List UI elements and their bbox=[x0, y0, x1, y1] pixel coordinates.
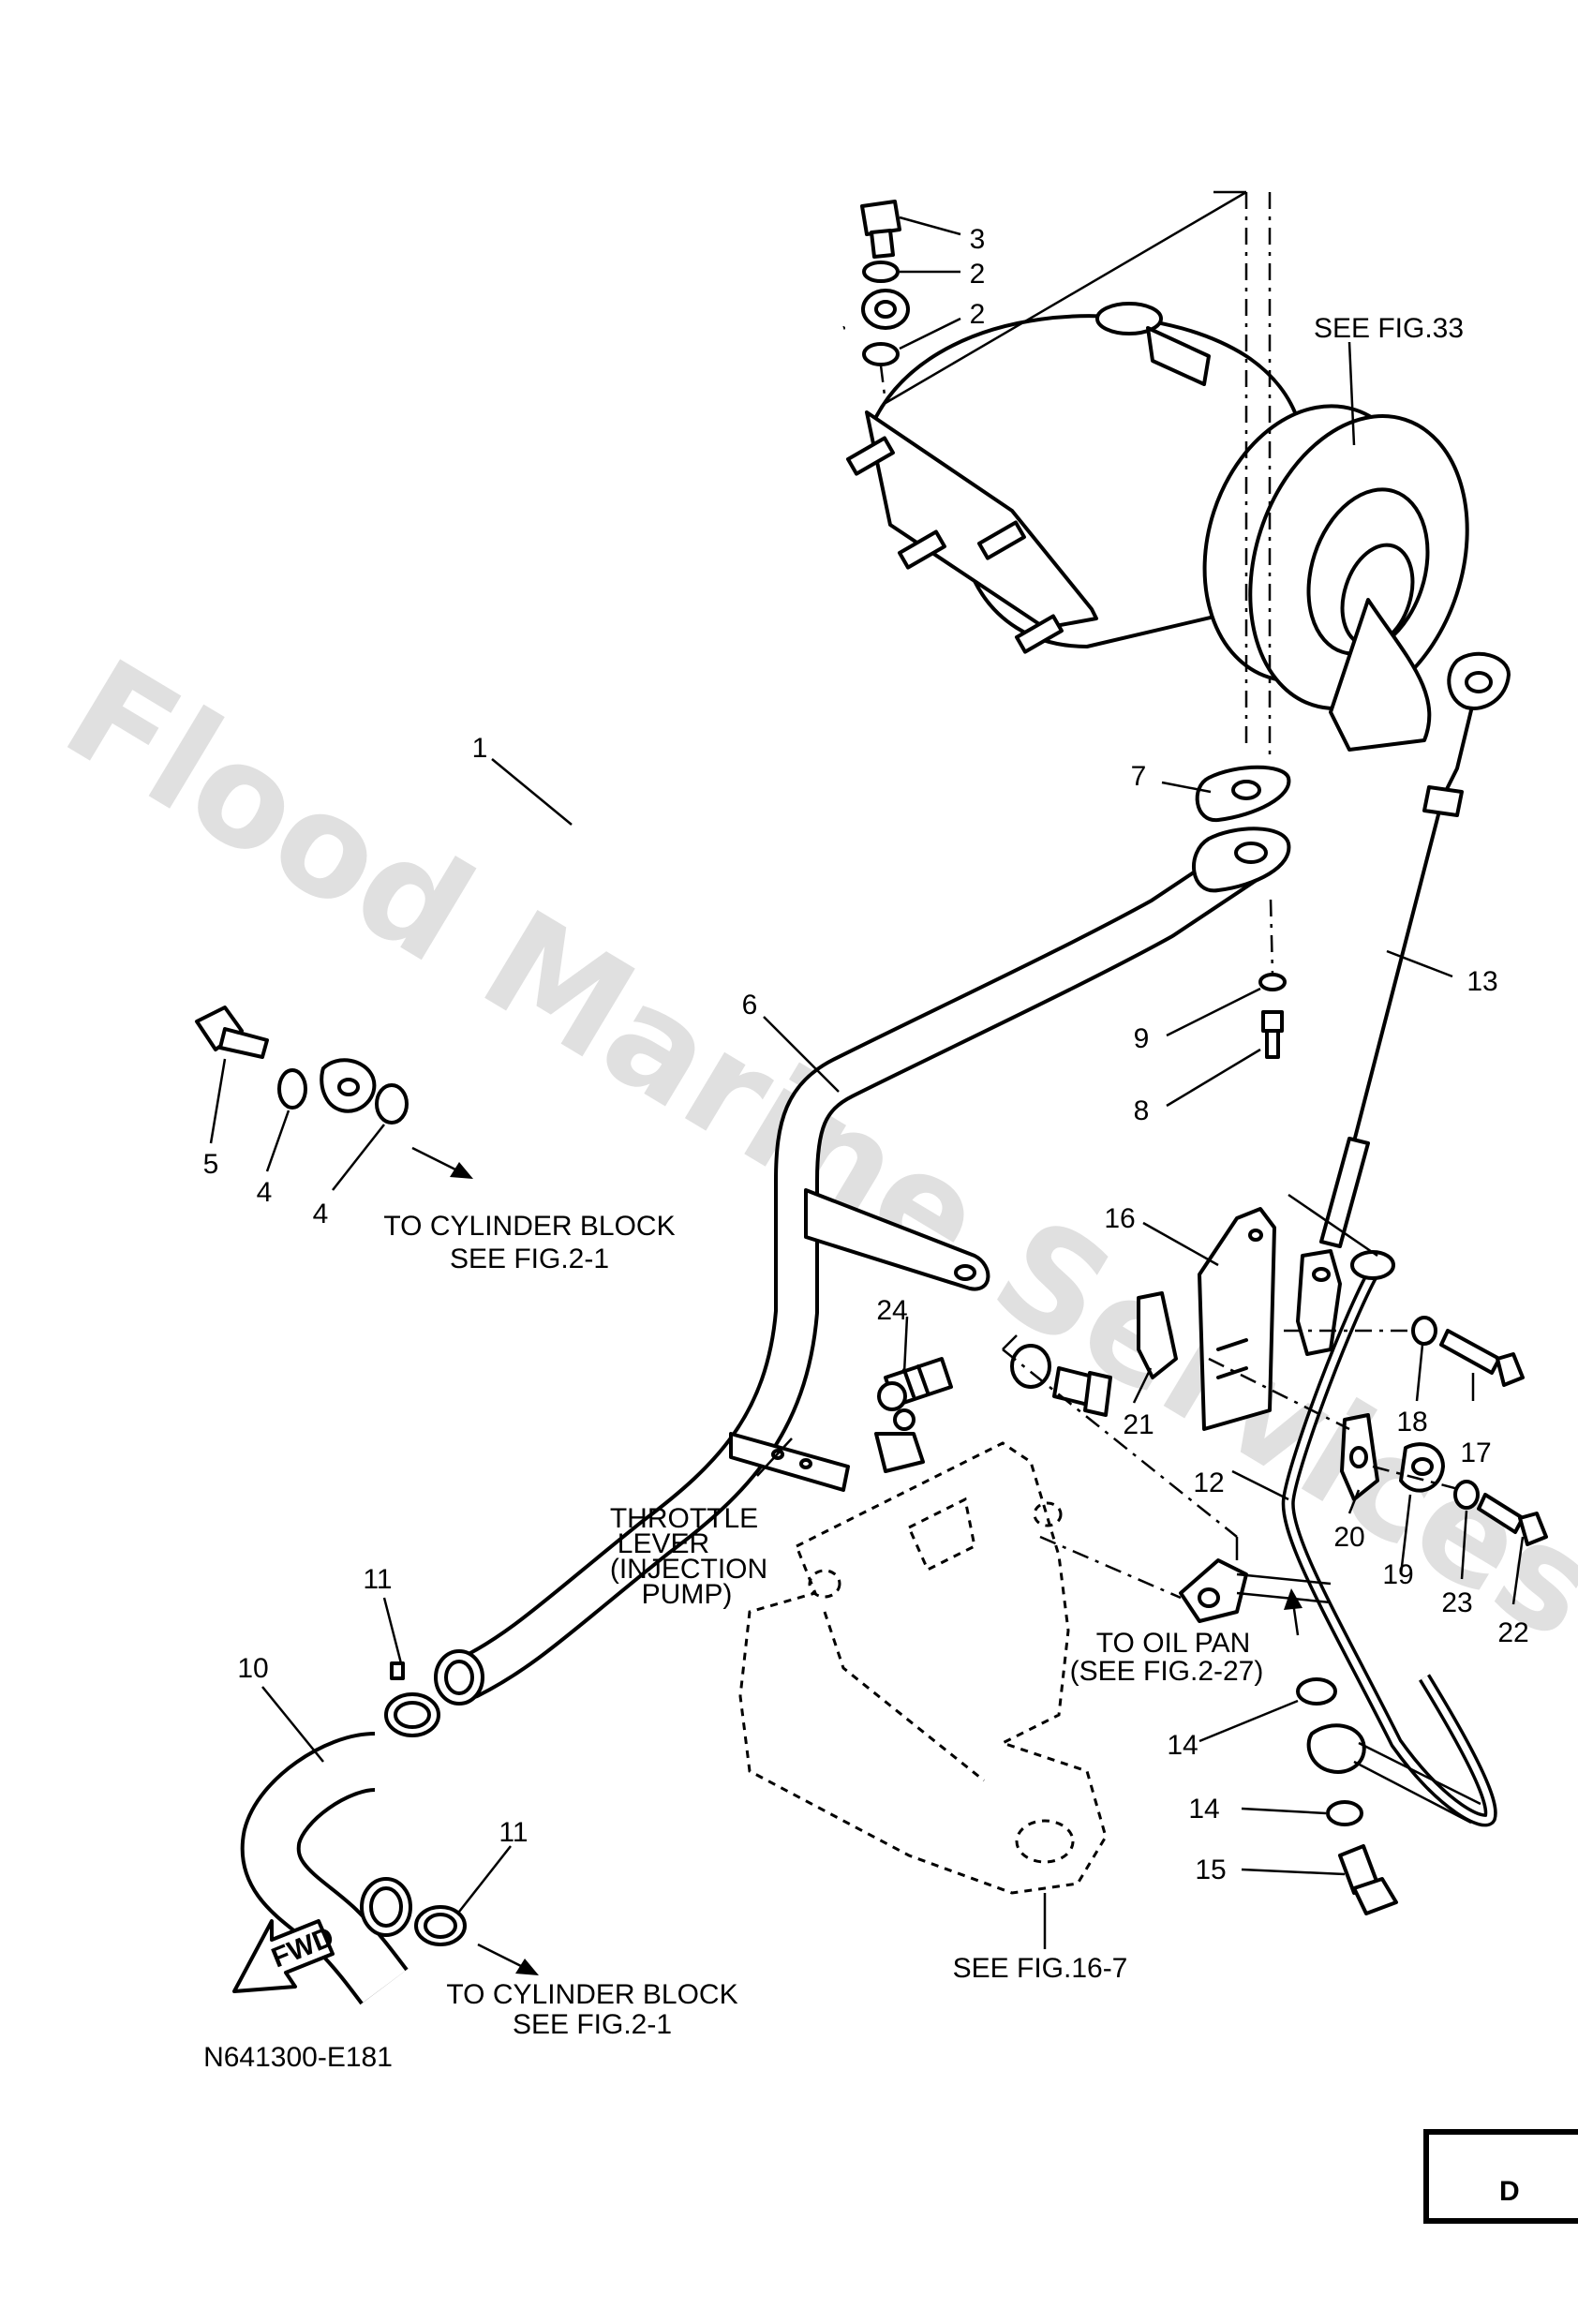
gasket-7 bbox=[1195, 765, 1291, 823]
callout-7: 7 bbox=[1131, 761, 1147, 792]
callout-16: 16 bbox=[1104, 1203, 1135, 1234]
oil-pan-connector bbox=[1179, 1558, 1332, 1623]
washer-14-lower bbox=[1326, 1800, 1363, 1826]
washer-2-top bbox=[862, 261, 900, 283]
callout-11-upper: 11 bbox=[363, 1564, 392, 1595]
clip-19 bbox=[1399, 1442, 1445, 1493]
hose-clamp-11-upper bbox=[384, 1661, 440, 1737]
bolt-17 bbox=[1439, 1329, 1525, 1387]
callout-15: 15 bbox=[1195, 1855, 1226, 1885]
note-to-cylinder-block-1: TO CYLINDER BLOCK bbox=[383, 1211, 675, 1242]
callout-21: 21 bbox=[1123, 1409, 1154, 1440]
note-to-cylinder-block-2: TO CYLINDER BLOCK bbox=[446, 1979, 737, 2010]
section-letter: D bbox=[1499, 2176, 1520, 2207]
hose-10 bbox=[240, 1732, 412, 2005]
note-see-fig16-7: SEE FIG.16-7 bbox=[953, 1953, 1128, 1984]
dipstick-13 bbox=[1319, 651, 1511, 1248]
callout-2-top: 2 bbox=[970, 259, 986, 290]
union-bolt-5 bbox=[195, 1006, 269, 1059]
fwd-arrow: FWD bbox=[232, 1919, 338, 1993]
washer-4-right bbox=[375, 1083, 409, 1125]
callout-1: 1 bbox=[472, 733, 488, 764]
clip-21 bbox=[1137, 1291, 1178, 1379]
note-throttle-line1: THROTTLE bbox=[610, 1503, 758, 1534]
callout-4-left: 4 bbox=[257, 1177, 273, 1208]
callout-10: 10 bbox=[237, 1653, 268, 1684]
washer-18 bbox=[1411, 1316, 1437, 1346]
arrow-to-cylinder-block-1 bbox=[411, 1146, 473, 1179]
note-throttle-line3: (INJECTION bbox=[610, 1554, 767, 1585]
hose-clamp-11-lower bbox=[414, 1905, 467, 1946]
clip-and-bolt bbox=[1010, 1344, 1112, 1417]
washer-2-bottom bbox=[862, 342, 900, 366]
note-see-fig2-1-a: SEE FIG.2-1 bbox=[450, 1244, 609, 1274]
throttle-lever bbox=[729, 1408, 925, 1492]
callout-3: 3 bbox=[970, 224, 986, 255]
bolt-3 bbox=[860, 200, 901, 259]
dipstick-guide-12 bbox=[1281, 1250, 1497, 1827]
callout-17: 17 bbox=[1460, 1438, 1491, 1468]
washer-4-left bbox=[277, 1068, 307, 1110]
union-bolt-15 bbox=[1338, 1844, 1398, 1915]
clamp-20 bbox=[1340, 1413, 1379, 1501]
section-letter-box: D bbox=[1423, 2129, 1578, 2224]
callout-12: 12 bbox=[1193, 1467, 1224, 1498]
note-see-fig33: SEE FIG.33 bbox=[1314, 313, 1464, 344]
note-see-fig2-27: (SEE FIG.2-27) bbox=[1070, 1656, 1264, 1687]
drawing-code: N641300-E181 bbox=[203, 2042, 393, 2073]
callout-2-bottom: 2 bbox=[970, 299, 986, 330]
note-see-fig2-1-b: SEE FIG.2-1 bbox=[513, 2009, 672, 2040]
callout-11-lower: 11 bbox=[499, 1817, 528, 1848]
washer-14-upper bbox=[1296, 1677, 1337, 1706]
oil-inlet-pipe bbox=[320, 289, 910, 1113]
washer-23 bbox=[1453, 1480, 1480, 1510]
callout-24: 24 bbox=[876, 1295, 907, 1326]
callout-18: 18 bbox=[1396, 1407, 1427, 1438]
note-to-oil-pan: TO OIL PAN bbox=[1096, 1628, 1251, 1659]
callout-5: 5 bbox=[203, 1149, 219, 1180]
union-joint bbox=[1306, 1723, 1481, 1825]
oil-return-pipe bbox=[434, 827, 1291, 1706]
callout-22: 22 bbox=[1497, 1617, 1528, 1648]
note-throttle-line2: LEVER bbox=[618, 1528, 709, 1559]
plate-bracket bbox=[1296, 1249, 1342, 1356]
callout-8: 8 bbox=[1134, 1095, 1150, 1126]
arrow-to-cylinder-block-2 bbox=[477, 1943, 539, 1975]
bracket-16 bbox=[1198, 1207, 1276, 1431]
callout-19: 19 bbox=[1382, 1559, 1413, 1590]
callout-14-upper: 14 bbox=[1167, 1730, 1198, 1761]
engine-mount-bracket bbox=[738, 1441, 1108, 1895]
bolt-8 bbox=[1261, 1010, 1284, 1059]
callout-4-right: 4 bbox=[313, 1199, 329, 1229]
turbocharger bbox=[845, 302, 1469, 752]
arrow-to-oil-pan bbox=[1284, 1588, 1303, 1636]
callout-20: 20 bbox=[1333, 1522, 1364, 1553]
note-throttle-line4: PUMP) bbox=[642, 1579, 733, 1610]
boot-24 bbox=[877, 1357, 953, 1411]
washer-9 bbox=[1258, 973, 1287, 991]
callout-23: 23 bbox=[1441, 1587, 1472, 1618]
leader-lines bbox=[209, 216, 1525, 1949]
bolt-22 bbox=[1477, 1493, 1548, 1546]
callout-14-lower: 14 bbox=[1188, 1794, 1219, 1825]
callout-9: 9 bbox=[1134, 1023, 1150, 1054]
callout-13: 13 bbox=[1466, 966, 1497, 997]
callout-6: 6 bbox=[742, 990, 758, 1020]
